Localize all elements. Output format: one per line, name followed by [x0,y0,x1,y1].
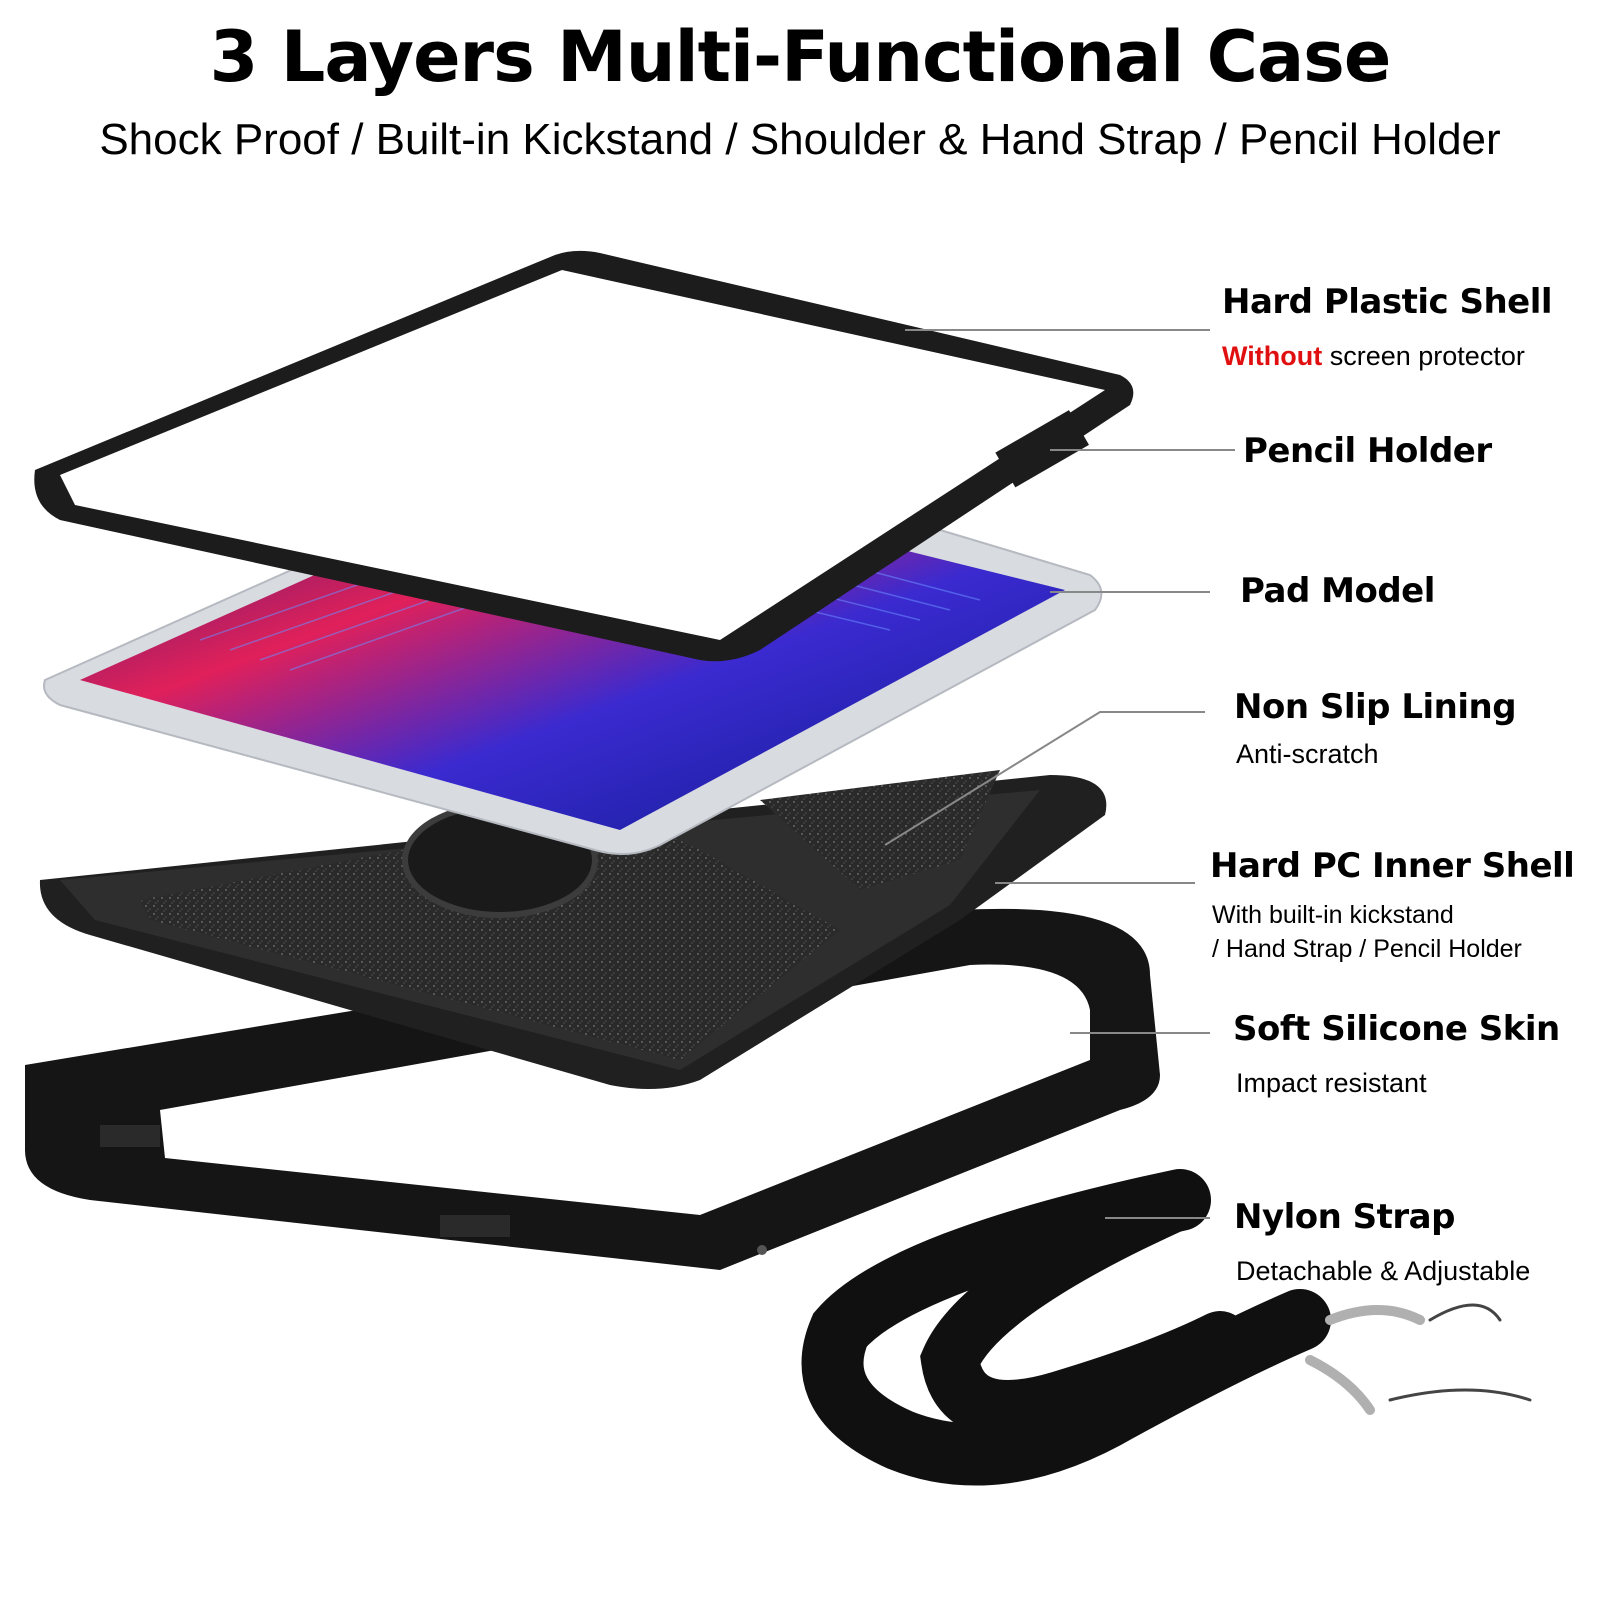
hard-plastic-shell-desc: Without screen protector [1222,340,1525,373]
soft-silicone-skin-part [25,908,1160,1270]
page-title: 3 Layers Multi-Functional Case [209,16,1392,98]
nylon-strap-label: Nylon Strap [1234,1197,1455,1237]
hard-pc-inner-shell-desc-1: With built-in kickstand [1212,901,1454,929]
pencil-holder-label: Pencil Holder [1243,431,1492,471]
non-slip-lining-desc: Anti-scratch [1236,739,1379,769]
nylon-strap-part [801,1169,1532,1486]
pad-model-label: Pad Model [1240,571,1435,611]
nylon-strap-desc: Detachable & Adjustable [1236,1256,1531,1286]
leader-lines [884,329,1235,1219]
soft-silicone-skin-label: Soft Silicone Skin [1233,1009,1560,1049]
hard-plastic-shell-part [34,250,1134,662]
non-slip-lining-label: Non Slip Lining [1234,687,1517,727]
hard-pc-inner-shell-desc-2: / Hand Strap / Pencil Holder [1212,935,1522,963]
without-emphasis: Without [1222,341,1323,371]
hard-pc-inner-shell-part [39,770,1107,1089]
page-subtitle: Shock Proof / Built-in Kickstand / Shoul… [99,115,1501,164]
hard-plastic-shell-desc-text: screen protector [1329,341,1525,371]
soft-silicone-skin-desc: Impact resistant [1236,1068,1427,1098]
hard-pc-inner-shell-label: Hard PC Inner Shell [1210,846,1575,886]
hard-plastic-shell-label: Hard Plastic Shell [1222,282,1553,322]
leader-line-non-slip-lining [884,711,1205,846]
